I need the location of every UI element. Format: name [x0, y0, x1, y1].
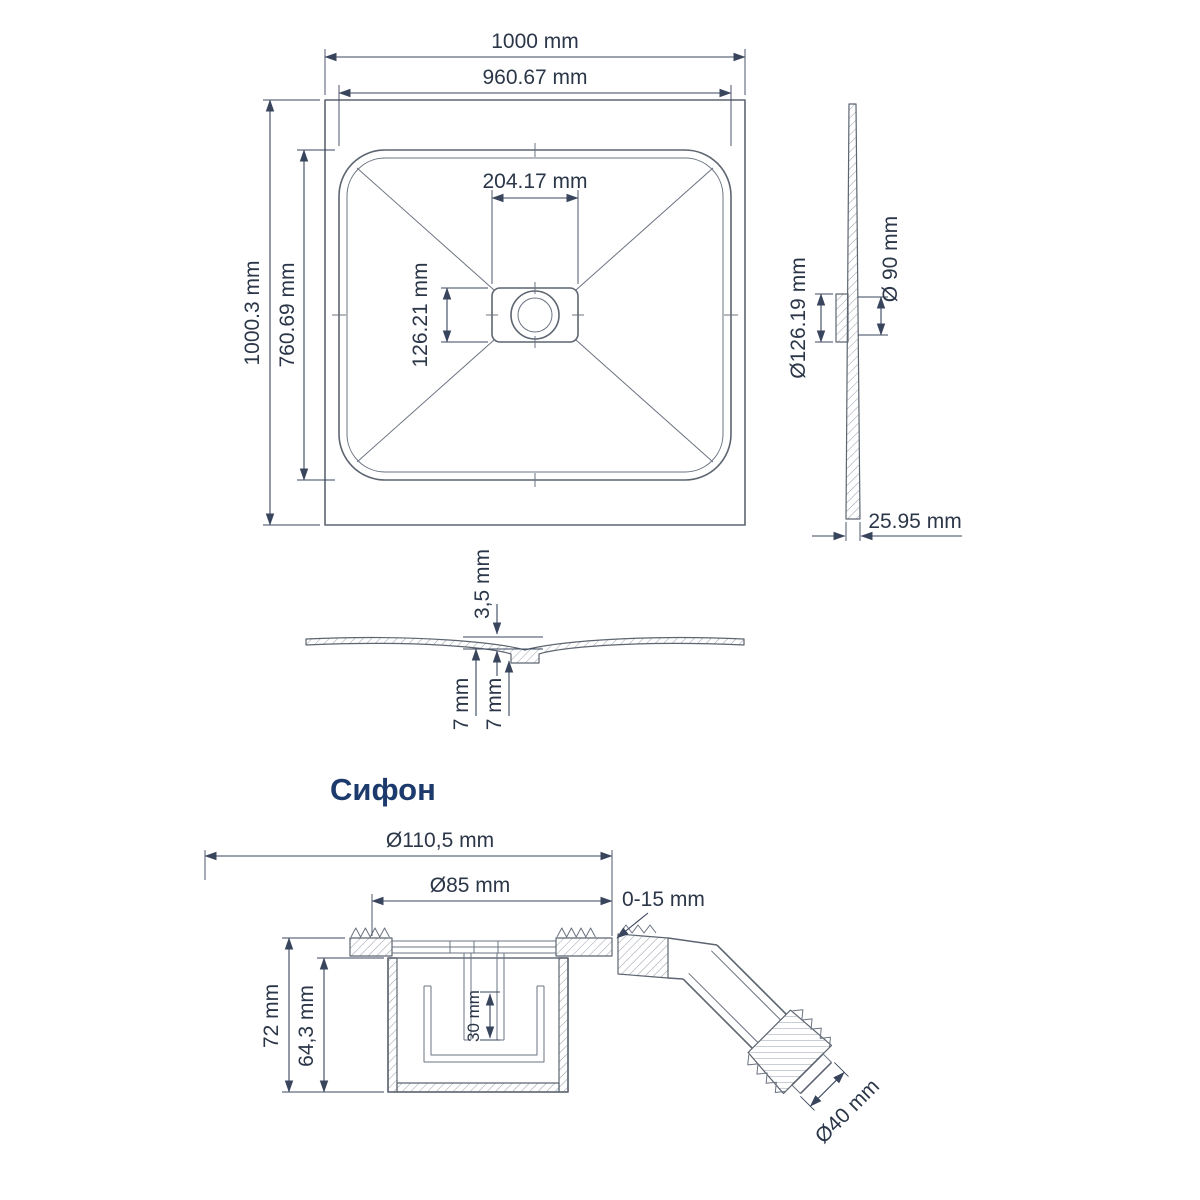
side-drain-flange — [835, 293, 849, 343]
tray-inner-rim-2 — [346, 157, 724, 473]
tray-profile-view — [305, 636, 745, 664]
dim-left-thickness-label: 7 mm — [450, 678, 473, 731]
dim-drain-width: 204.17 mm — [482, 170, 588, 284]
dim-siphon-inner-depth-label: 30 mm — [464, 990, 483, 1042]
dim-thickness-label: 25.95 mm — [868, 510, 961, 533]
dim-inner-height-label: 760.69 mm — [276, 262, 299, 367]
siphon-drawing — [349, 924, 849, 1111]
dim-adjustment-range: 0-15 mm — [616, 888, 705, 939]
dim-drain-height: 126.21 mm — [409, 262, 488, 368]
tray-side-view — [835, 103, 861, 520]
siphon-inner-cup — [423, 986, 545, 1063]
dim-adjustment-range-label: 0-15 mm — [622, 888, 705, 911]
thread-right — [556, 927, 596, 938]
side-body — [845, 103, 861, 520]
dim-center-depth: 3,5 mm — [463, 549, 543, 676]
dim-inner-height: 760.69 mm — [276, 149, 335, 481]
profile-body — [305, 636, 745, 664]
dim-outer-width: 1000 mm — [324, 30, 746, 95]
siphon-elbow — [682, 944, 849, 1111]
tray-inner-rim — [338, 149, 732, 481]
dim-right-thickness: 7 mm — [483, 660, 514, 731]
dim-siphon-outer: Ø110,5 mm — [204, 829, 613, 936]
dim-siphon-outer-label: Ø110,5 mm — [386, 829, 494, 852]
drain-circle-inner — [517, 297, 553, 333]
tray-outer-edge — [324, 99, 746, 526]
dim-outer-height-label: 1000.3 mm — [241, 260, 264, 365]
dim-inner-width-label: 960.67 mm — [482, 66, 587, 89]
dim-siphon-body-height: 64,3 mm — [295, 957, 384, 1093]
dim-siphon-inner-depth: 30 mm — [464, 990, 500, 1042]
drain-plate — [491, 287, 579, 343]
dim-drain-width-label: 204.17 mm — [482, 170, 587, 193]
dim-right-thickness-label: 7 mm — [483, 678, 506, 731]
dim-inner-width: 960.67 mm — [338, 66, 732, 146]
dim-drain-height-label: 126.21 mm — [409, 262, 432, 367]
dim-outer-height: 1000.3 mm — [241, 99, 320, 526]
dim-drain-diameter-label: Ø 90 mm — [879, 216, 902, 302]
siphon-flange-left — [349, 937, 393, 957]
dim-left-thickness: 7 mm — [450, 648, 481, 731]
dim-center-depth-label: 3,5 mm — [471, 549, 494, 619]
dim-siphon-total-height-label: 72 mm — [260, 984, 283, 1048]
dim-flange-diameter: Ø126.19 mm — [787, 257, 833, 379]
siphon-locknut — [617, 933, 669, 979]
dim-thickness: 25.95 mm — [812, 510, 962, 541]
dim-siphon-body-height-label: 64,3 mm — [295, 985, 318, 1067]
dim-siphon-inner: Ø85 mm — [371, 874, 613, 936]
dim-siphon-total-height: 72 mm — [260, 937, 384, 1093]
outlet-nut — [747, 1009, 833, 1095]
siphon-title: Сифон — [330, 772, 436, 807]
dim-outlet-diameter-label: Ø40 mm — [811, 1075, 884, 1148]
siphon-flange-right — [555, 937, 613, 957]
dim-flange-diameter-label: Ø126.19 mm — [787, 257, 810, 378]
dim-drain-diameter: Ø 90 mm — [858, 216, 902, 336]
dim-outer-width-label: 1000 mm — [491, 30, 579, 53]
dim-siphon-inner-label: Ø85 mm — [430, 874, 511, 897]
thread-nut — [619, 924, 657, 934]
thread-left — [350, 927, 390, 938]
tray-top-view — [324, 99, 746, 526]
